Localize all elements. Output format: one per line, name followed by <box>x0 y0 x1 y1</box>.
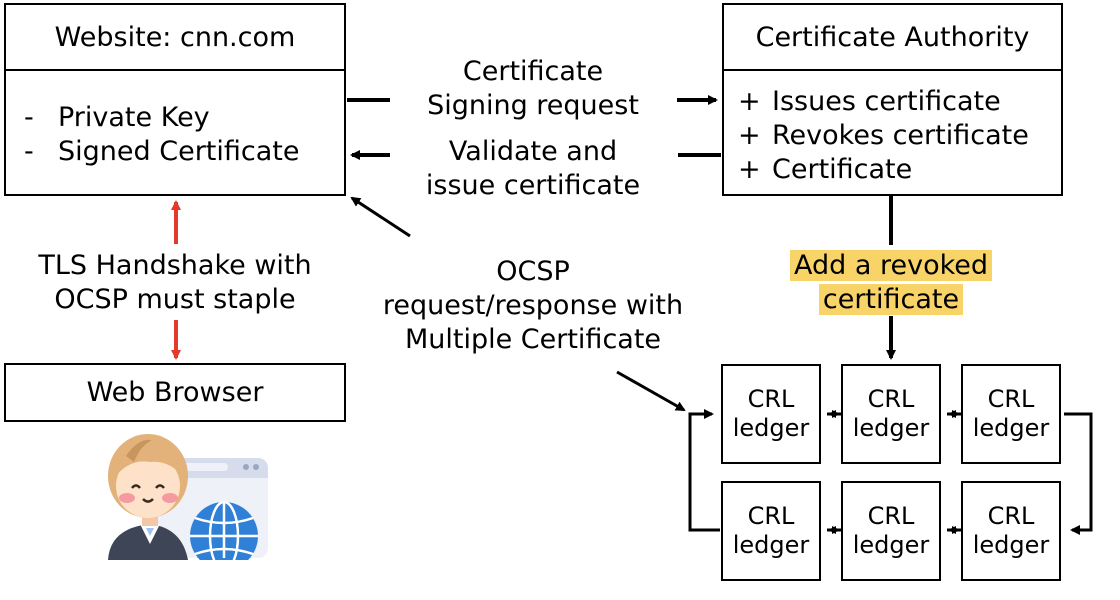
ledger-label: CRL <box>987 385 1035 413</box>
crl-ledger: CRL ledger <box>961 481 1061 581</box>
list-marker: - <box>24 136 34 167</box>
ocsp-label-line: request/response with <box>382 290 684 321</box>
ca-box: Certificate Authority + Issues certifica… <box>722 3 1063 196</box>
browser-title: Web Browser <box>86 377 264 408</box>
ledger-label: CRL <box>747 385 795 413</box>
ocsp-label: OCSP request/response with Multiple Cert… <box>368 255 698 357</box>
crl-ledger: CRL ledger <box>841 364 941 464</box>
crl-ledger: CRL ledger <box>721 364 821 464</box>
list-marker: + <box>738 120 761 151</box>
revoke-label: Add a revoked certificate <box>771 249 1011 317</box>
list-item: - Signed Certificate <box>24 135 299 169</box>
csr-label: Certificate Signing request <box>400 55 666 123</box>
csr-label-line: Signing request <box>427 90 639 121</box>
crl-ledger: CRL ledger <box>961 364 1061 464</box>
list-item: + Certificate <box>738 153 1029 187</box>
tls-label: TLS Handshake with OCSP must staple <box>20 249 330 317</box>
ledger-label: CRL <box>867 385 915 413</box>
ocsp-label-line: Multiple Certificate <box>404 324 662 355</box>
list-marker: + <box>738 86 761 117</box>
website-title: Website: cnn.com <box>6 5 344 71</box>
website-items: - Private Key - Signed Certificate <box>24 101 299 169</box>
ca-items: + Issues certificate + Revokes certifica… <box>738 85 1029 187</box>
crl-ledger: CRL ledger <box>841 481 941 581</box>
list-item: + Issues certificate <box>738 85 1029 119</box>
list-text: Signed Certificate <box>58 136 300 167</box>
ledger-label: ledger <box>852 414 930 442</box>
revoke-label-line: certificate <box>818 284 964 315</box>
ledger-label: ledger <box>852 531 930 559</box>
list-text: Certificate <box>772 154 913 185</box>
ledger-label: CRL <box>987 502 1035 530</box>
ocsp-label-line: OCSP <box>496 256 570 287</box>
ledger-label: CRL <box>867 502 915 530</box>
list-marker: - <box>24 102 34 133</box>
list-text: Issues certificate <box>772 86 1001 117</box>
validate-label-line: Validate and <box>448 136 618 167</box>
crl-ledger: CRL ledger <box>721 481 821 581</box>
validate-label-line: issue certificate <box>425 170 641 201</box>
list-text: Revokes certificate <box>772 120 1029 151</box>
ocsp-arrow <box>350 196 686 412</box>
tls-label-line: OCSP must staple <box>54 284 296 315</box>
validate-label: Validate and issue certificate <box>400 135 666 203</box>
ledger-label: ledger <box>732 414 810 442</box>
ca-title: Certificate Authority <box>724 5 1061 71</box>
ledger-label: ledger <box>972 531 1050 559</box>
revoke-label-line: Add a revoked <box>789 250 993 281</box>
user-with-browser-globe-icon <box>108 434 268 560</box>
list-text: Private Key <box>58 102 210 133</box>
list-item: - Private Key <box>24 101 299 135</box>
csr-label-line: Certificate <box>462 56 604 87</box>
website-box: Website: cnn.com - Private Key - Signed … <box>4 3 346 196</box>
list-item: + Revokes certificate <box>738 119 1029 153</box>
ledger-label: CRL <box>747 502 795 530</box>
tls-label-line: TLS Handshake with <box>38 250 312 281</box>
browser-box: Web Browser <box>4 363 346 422</box>
list-marker: + <box>738 154 761 185</box>
ledger-label: ledger <box>972 414 1050 442</box>
ledger-label: ledger <box>732 531 810 559</box>
